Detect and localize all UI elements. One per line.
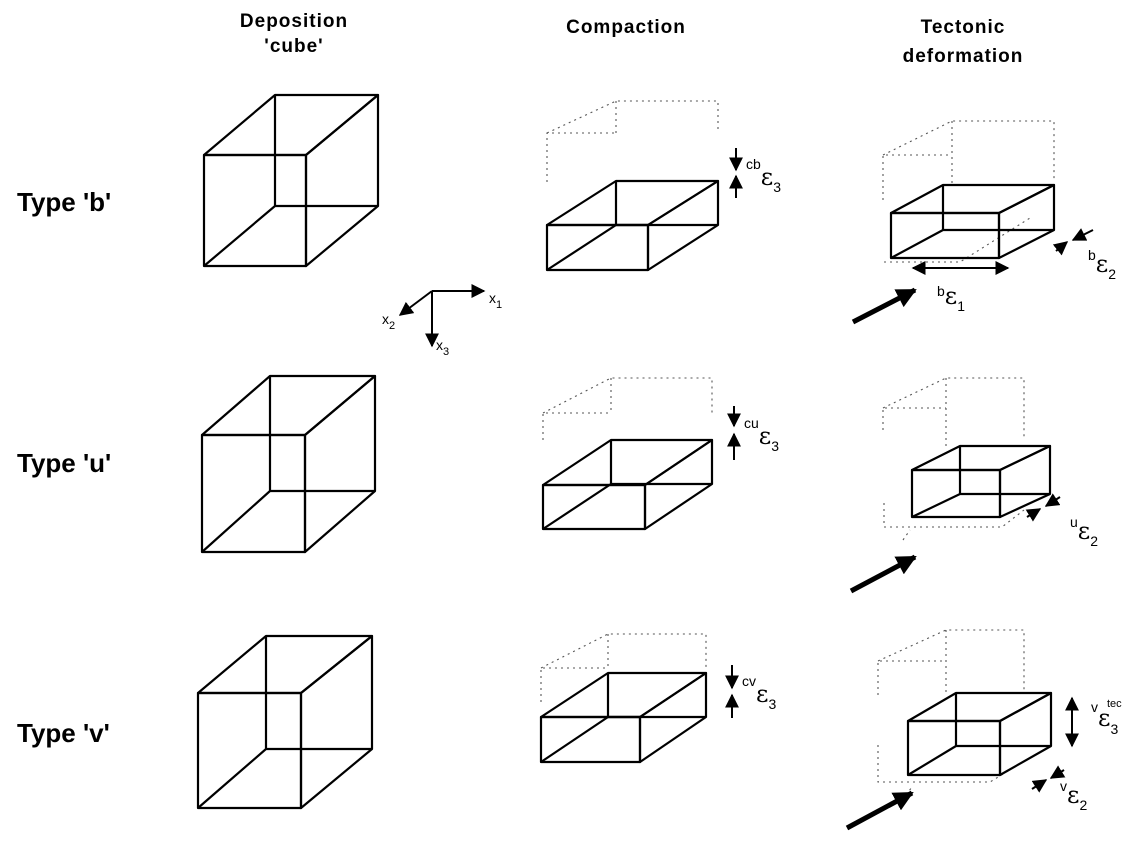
axis-label-x2: x2	[382, 311, 395, 332]
strain-label-cb-e3: cbε3	[746, 156, 781, 195]
strain-label-u-e2: uε2	[1070, 514, 1098, 549]
strain-label-v-e3-tec-superscript: tec	[1107, 698, 1122, 710]
column-heading-tectonic-line1: Tectonic	[921, 17, 1006, 38]
deposition-cube-b	[202, 93, 380, 268]
compaction-strain-cu: cuε3	[727, 406, 779, 460]
tectonic-box-v: vε3 tec vε2	[845, 629, 1122, 831]
row-heading-type-b: Type 'b'	[17, 187, 111, 217]
tectonic-box-u: uε2	[849, 377, 1098, 594]
coordinate-axes: x1 x2 x3	[382, 284, 502, 358]
strain-label-cu-e3: cuε3	[744, 415, 779, 454]
column-heading-deposition-line1: Deposition	[240, 11, 348, 32]
strain-label-v-e3-tec: vε3	[1091, 699, 1118, 737]
deposition-cube-u	[200, 374, 377, 554]
strain-label-v-e2: vε2	[1060, 778, 1087, 813]
compaction-box-u	[541, 377, 714, 531]
compaction-box-b	[545, 100, 720, 272]
axis-label-x1: x1	[489, 290, 502, 311]
compaction-strain-cb: cbε3	[729, 148, 781, 198]
row-heading-type-v: Type 'v'	[17, 718, 110, 748]
compaction-box-v	[539, 633, 708, 764]
tectonic-box-b: bε1 bε2	[851, 120, 1116, 325]
column-heading-deposition-line2: 'cube'	[264, 36, 323, 57]
column-heading-compaction: Compaction	[566, 17, 686, 38]
compaction-strain-cv: cvε3	[725, 665, 776, 718]
row-heading-type-u: Type 'u'	[17, 448, 111, 478]
strain-label-cv-e3: cvε3	[742, 673, 776, 712]
axis-label-x3: x3	[436, 337, 449, 358]
strain-label-b-e1: bε1	[937, 282, 965, 314]
column-heading-tectonic-line2: deformation	[903, 46, 1024, 67]
deposition-cube-v	[196, 634, 374, 810]
strain-label-b-e2: bε2	[1088, 247, 1116, 282]
